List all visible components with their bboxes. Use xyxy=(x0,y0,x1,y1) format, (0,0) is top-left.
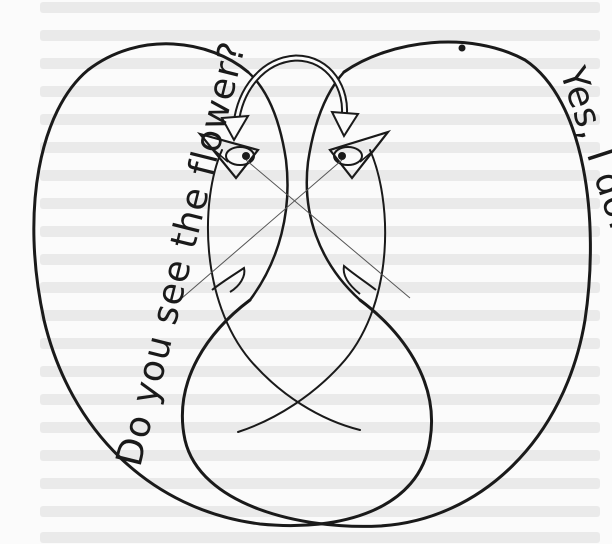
arrow-head-right xyxy=(332,112,358,136)
right-head-outline xyxy=(182,42,590,526)
exchange-arrow xyxy=(236,58,345,124)
right-eye xyxy=(330,132,388,178)
inner-left-curve xyxy=(248,72,288,300)
right-face-contour xyxy=(238,150,385,432)
left-mouth xyxy=(212,268,244,292)
inner-right-curve xyxy=(307,72,360,300)
dot-mark xyxy=(459,45,466,52)
right-caption: Yes, I do. xyxy=(551,61,612,235)
